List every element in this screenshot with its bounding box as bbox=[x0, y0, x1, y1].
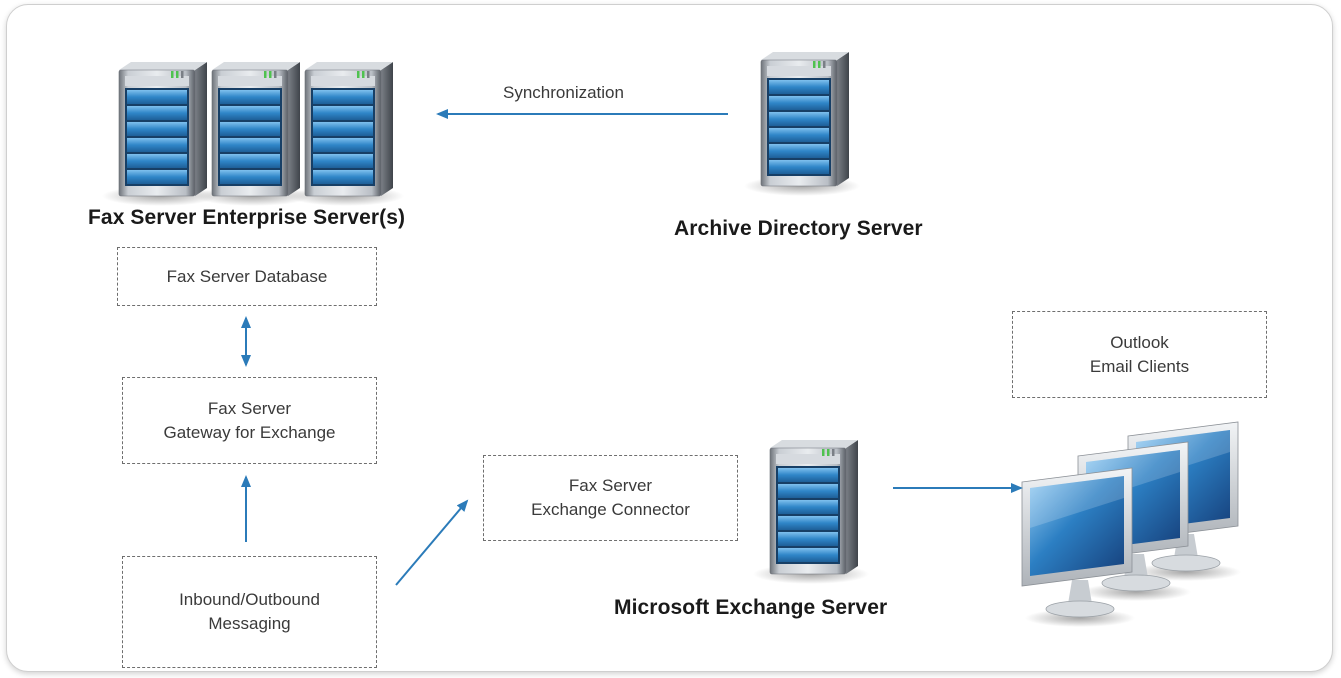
server-rack-icon bbox=[101, 61, 405, 207]
server-tower-icon bbox=[743, 51, 861, 197]
box-line: Inbound/Outbound bbox=[179, 590, 320, 609]
box-line: Messaging bbox=[208, 614, 291, 633]
exchange-server-title: Microsoft Exchange Server bbox=[614, 596, 888, 619]
inbound-outbound-messaging-box: Inbound/Outbound Messaging bbox=[122, 556, 377, 668]
box-line: Fax Server bbox=[207, 398, 292, 418]
fax-server-database-box: Fax Server Database bbox=[117, 247, 377, 306]
box-line: Fax Server bbox=[568, 476, 653, 495]
server-tower-icon bbox=[752, 439, 870, 585]
outlook-email-clients-box: Outlook Email Clients bbox=[1012, 311, 1267, 398]
synchronization-label: Synchronization bbox=[503, 83, 624, 102]
box-line: Email Clients bbox=[1089, 356, 1190, 376]
box-line: Gateway for Exchange bbox=[163, 422, 336, 442]
gateway-for-exchange-box: Fax Server Gateway for Exchange bbox=[122, 377, 377, 464]
messaging-connector-arrow bbox=[395, 499, 469, 586]
desktop-monitors-icon bbox=[1021, 421, 1242, 628]
archive-directory-title: Archive Directory Server bbox=[674, 217, 923, 240]
box-line: Exchange Connector bbox=[531, 500, 690, 519]
fax-server-enterprise-title: Fax Server Enterprise Server(s) bbox=[88, 206, 406, 229]
exchange-connector-box: Fax Server Exchange Connector bbox=[483, 455, 738, 541]
box-line: Fax Server Database bbox=[166, 266, 328, 286]
box-line: Outlook bbox=[1110, 332, 1169, 352]
